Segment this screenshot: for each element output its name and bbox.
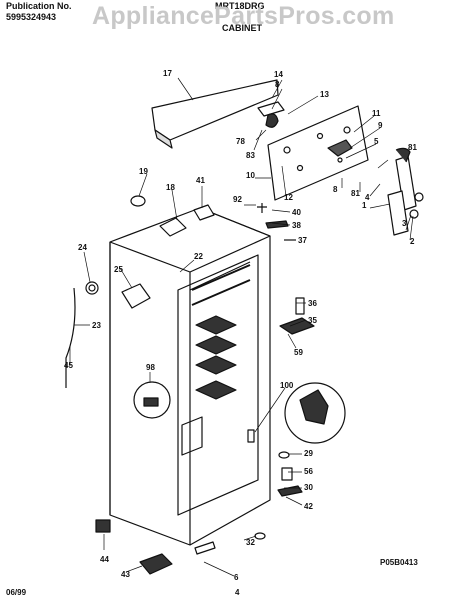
part-callout-32: 32 (246, 538, 255, 547)
part-callout-4: 4 (365, 193, 370, 202)
control-plate (267, 105, 369, 201)
publication-label: Publication No. (6, 1, 72, 11)
part-callout-40: 40 (292, 208, 301, 217)
part-callout-14: 14 (274, 70, 283, 79)
part-callout-81: 81 (351, 189, 360, 198)
part-callout-83: 83 (246, 151, 255, 160)
detail-circle-98 (133, 381, 171, 419)
part-callout-56: 56 (304, 467, 313, 476)
part-callout-92: 92 (233, 195, 242, 204)
part-callout-42: 42 (304, 502, 313, 511)
part-callout-24: 24 (78, 243, 87, 252)
publication-number: 5995324943 (6, 12, 57, 22)
watermark-logo: AppliancePartsPros.com (92, 2, 395, 30)
footer-page: 4 (235, 588, 240, 597)
part-callout-8: 8 (333, 185, 338, 194)
part-callout-8: 8 (275, 80, 280, 89)
part-callout-22: 22 (194, 252, 203, 261)
drawing-code: P05B0413 (380, 558, 418, 567)
part-callout-19: 19 (139, 167, 148, 176)
part-callout-81: 81 (408, 143, 417, 152)
part-callout-6: 6 (234, 573, 239, 582)
leveling-leg (95, 519, 111, 533)
part-callout-30: 30 (304, 483, 313, 492)
part-callout-100: 100 (280, 381, 294, 390)
part-callout-13: 13 (320, 90, 329, 99)
part-callout-44: 44 (100, 555, 109, 564)
part-callout-98: 98 (146, 363, 155, 372)
part-callout-1: 1 (362, 201, 367, 210)
top-hinge (159, 217, 187, 237)
part-callout-18: 18 (166, 183, 175, 192)
part-callout-11: 11 (372, 109, 381, 118)
model-number: MRT18DRG (215, 1, 265, 11)
part-callout-25: 25 (114, 265, 123, 274)
part-callout-41: 41 (196, 176, 205, 185)
part-callout-59: 59 (294, 348, 303, 357)
top-cover (151, 79, 279, 141)
part-callout-23: 23 (92, 321, 101, 330)
part-callout-29: 29 (304, 449, 313, 458)
part-callout-45: 45 (64, 361, 73, 370)
part-callout-37: 37 (298, 236, 307, 245)
part-callout-43: 43 (121, 570, 130, 579)
part-callout-3: 3 (402, 219, 407, 228)
part-callout-17: 17 (163, 69, 172, 78)
section-title: CABINET (222, 23, 262, 33)
part-callout-12: 12 (284, 193, 293, 202)
part-callout-10: 10 (246, 171, 255, 180)
part-callout-78: 78 (236, 137, 245, 146)
part-callout-35: 35 (308, 316, 317, 325)
part-callout-38: 38 (292, 221, 301, 230)
part-callout-9: 9 (378, 121, 383, 130)
part-callout-5: 5 (374, 137, 379, 146)
part-callout-2: 2 (410, 237, 415, 246)
footer-date: 06/99 (6, 588, 27, 597)
cabinet-rod (65, 287, 76, 388)
hinge-bracket (257, 101, 285, 117)
part-callout-36: 36 (308, 299, 317, 308)
detail-circle-100 (284, 382, 346, 444)
